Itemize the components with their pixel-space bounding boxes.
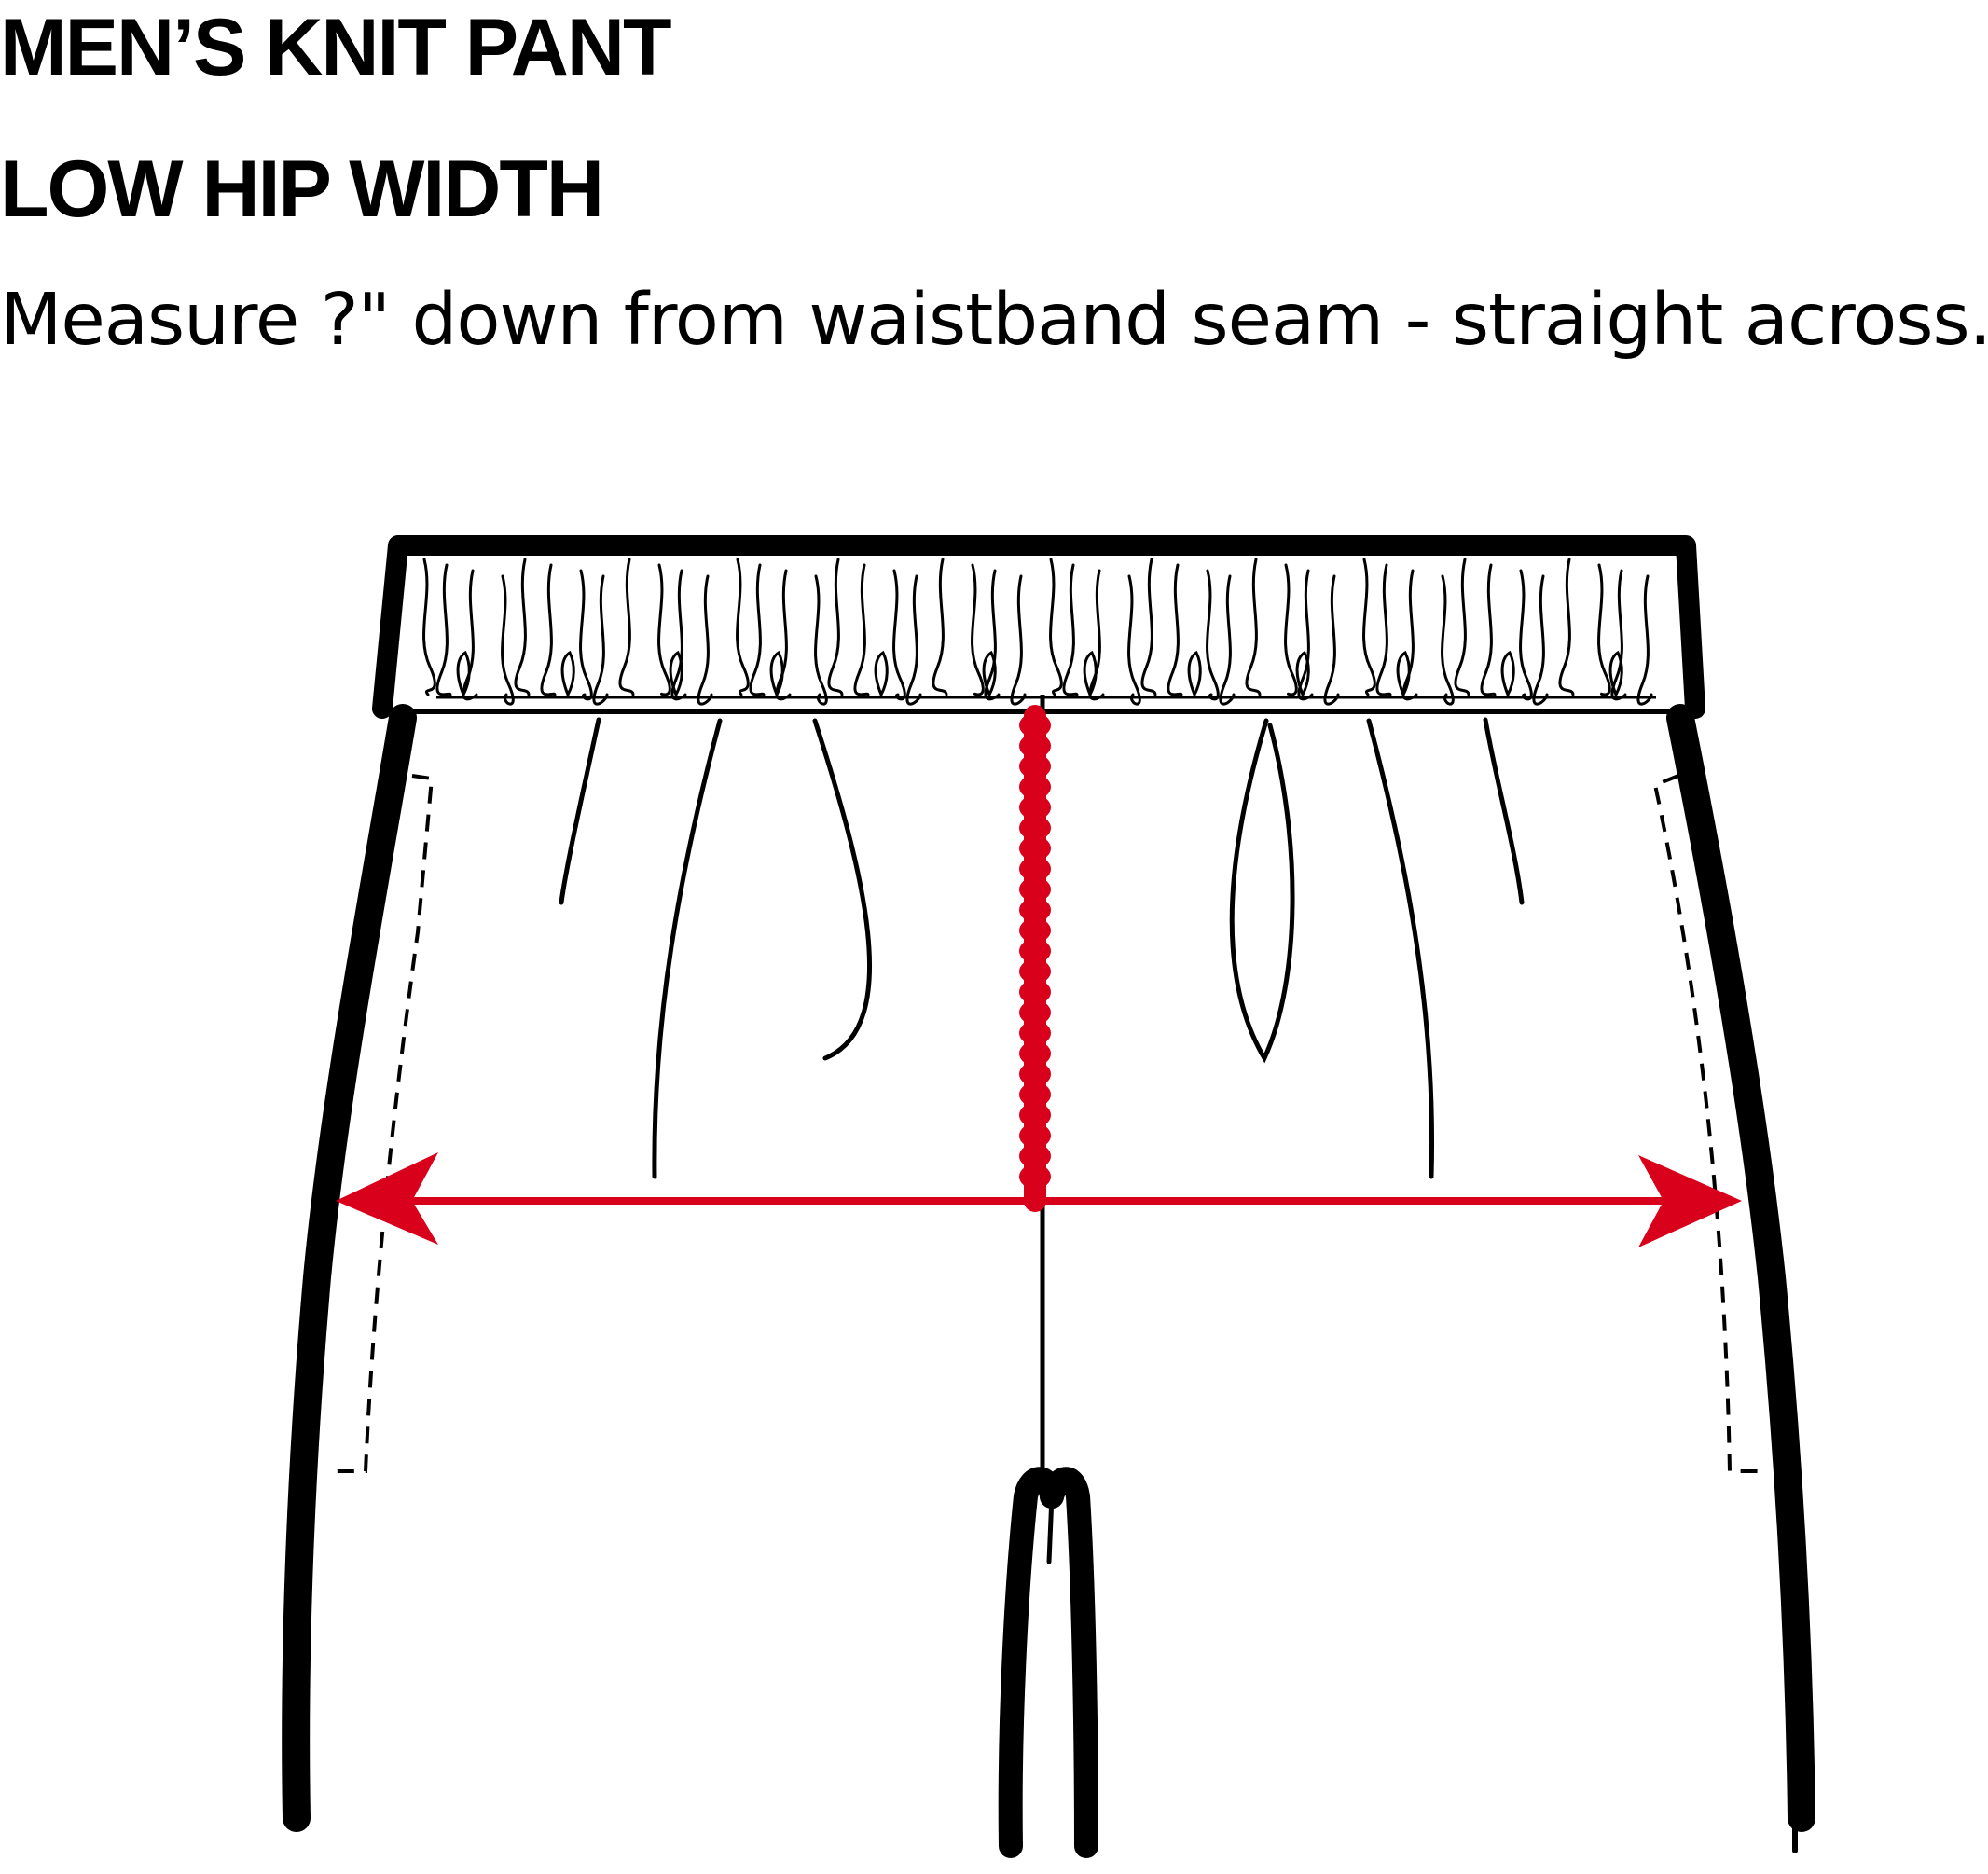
drop-measure-bump	[1019, 754, 1051, 779]
rib-stroke	[1519, 569, 1533, 701]
rib-stroke	[618, 558, 635, 696]
waistband-top-edge	[372, 535, 1705, 719]
drop-measure-bump	[1019, 877, 1051, 902]
rib-stroke	[1454, 558, 1470, 696]
rib-stroke	[1323, 574, 1340, 706]
rib-loop	[669, 650, 683, 696]
rib-stroke	[853, 563, 870, 696]
rib-stroke	[1362, 558, 1376, 696]
rib-stroke	[1245, 558, 1262, 696]
fabric-fold-lines	[559, 717, 1525, 1179]
drop-measure-bump	[1019, 1123, 1051, 1148]
measurement-name: LOW HIP WIDTH	[0, 145, 604, 234]
rib-stroke	[697, 574, 713, 706]
drop-measure-bump	[1019, 959, 1051, 984]
rib-stroke	[579, 569, 593, 701]
rib-stroke	[670, 569, 687, 701]
drop-measure-bump	[1019, 795, 1051, 820]
low-hip-width-measure	[336, 1152, 1742, 1247]
rib-stroke	[657, 563, 671, 696]
drop-measure-bump	[1019, 1144, 1051, 1168]
rib-stroke	[1558, 558, 1575, 696]
rib-stroke	[422, 558, 436, 696]
rib-stroke	[892, 569, 906, 701]
drop-measure-bump	[1019, 980, 1051, 1004]
rib-stroke	[1375, 563, 1392, 696]
rib-stroke	[1167, 563, 1183, 696]
rib-stroke	[736, 558, 750, 696]
drop-measure-bump	[1019, 939, 1051, 963]
rib-stroke	[827, 558, 844, 696]
pant-outline	[282, 535, 1815, 1858]
rib-stroke	[814, 574, 828, 706]
rib-stroke	[540, 563, 557, 696]
rib-loop	[1396, 650, 1411, 696]
rib-stroke	[984, 569, 1001, 701]
rib-loop	[1500, 650, 1515, 696]
rib-stroke	[971, 563, 985, 696]
drop-measure-bump	[1019, 734, 1051, 758]
rib-loop	[982, 650, 997, 696]
rib-stroke	[1127, 574, 1141, 706]
drop-measure-bump	[1019, 1041, 1051, 1066]
page-title: MEN’S KNIT PANT	[0, 3, 672, 92]
drop-measure-bump	[1019, 1021, 1051, 1045]
left-inseam	[998, 1467, 1064, 1858]
rib-stroke	[435, 563, 452, 696]
rib-stroke	[1062, 563, 1079, 696]
drop-measure-bump	[1019, 836, 1051, 861]
drop-measure-bump	[1019, 775, 1051, 799]
rib-stroke	[1049, 558, 1063, 696]
rib-stroke	[1532, 574, 1549, 706]
rib-loop	[560, 650, 575, 696]
drop-measure-bumps	[1019, 713, 1051, 1189]
rib-stroke	[514, 558, 531, 696]
drop-measure-bump	[1019, 713, 1051, 737]
rib-stroke	[1610, 569, 1627, 701]
drop-measure-bump	[1019, 1000, 1051, 1025]
rib-loop	[1608, 650, 1623, 696]
left-arrowhead	[336, 1152, 438, 1245]
rib-loop	[1187, 650, 1202, 696]
rib-loop	[1083, 650, 1098, 696]
ribbed-waistband	[422, 558, 1653, 706]
rib-stroke	[1441, 574, 1455, 706]
right-inseam	[1040, 1467, 1098, 1858]
drop-measure-bump	[1019, 1103, 1051, 1127]
drop-measure-bump	[1019, 898, 1051, 922]
drop-measure-bump	[1019, 1082, 1051, 1107]
measurement-instruction: Measure ?" down from waistband seam - st…	[0, 279, 1988, 362]
rib-stroke	[1297, 569, 1314, 701]
rib-stroke	[932, 558, 948, 696]
rib-stroke	[1636, 574, 1653, 706]
drop-measure-bump	[1019, 857, 1051, 881]
rib-stroke	[1597, 563, 1611, 696]
rib-stroke	[1010, 574, 1027, 706]
drop-measure-bump	[1019, 816, 1051, 840]
rib-stroke	[749, 563, 766, 696]
left-side-seam	[282, 704, 417, 1832]
rib-stroke	[1219, 574, 1236, 706]
rib-stroke	[1140, 558, 1157, 696]
rib-stroke	[501, 574, 515, 706]
rib-stroke	[905, 574, 922, 706]
right-arrowhead	[1638, 1155, 1742, 1247]
rib-loop	[456, 650, 471, 696]
crotch-join	[1046, 1494, 1055, 1564]
rib-loop	[769, 650, 784, 696]
drop-measure-bump	[1019, 1164, 1051, 1189]
drop-measure-bump	[1019, 918, 1051, 943]
rib-loop	[1295, 650, 1310, 696]
pocket-stitching	[336, 774, 1762, 1473]
right-side-seam	[1666, 704, 1815, 1832]
rib-stroke	[1480, 563, 1497, 696]
vertical-drop-measure	[1019, 695, 1051, 1492]
rib-stroke	[592, 574, 609, 706]
rib-stroke	[1206, 569, 1220, 701]
drop-measure-bump	[1019, 1062, 1051, 1086]
rib-loop	[874, 650, 889, 696]
rib-stroke	[1284, 563, 1298, 696]
